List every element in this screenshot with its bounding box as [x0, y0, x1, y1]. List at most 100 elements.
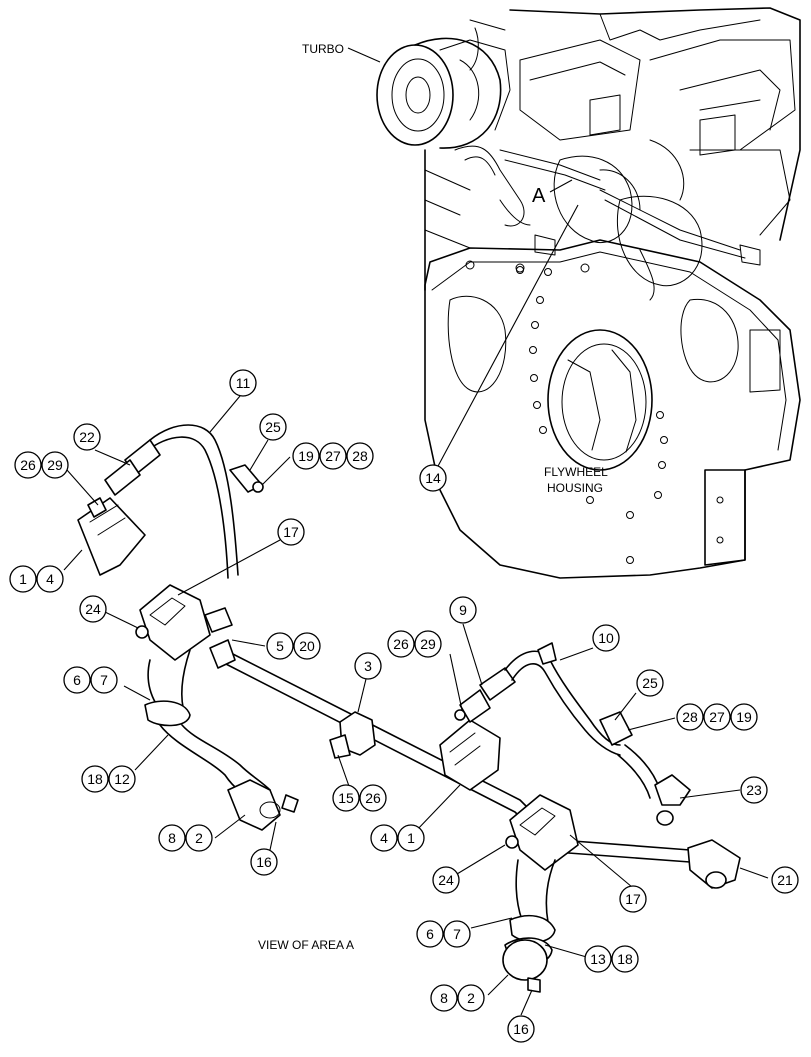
svg-text:16: 16: [256, 854, 272, 870]
callout-19: 19: [730, 703, 758, 731]
svg-text:7: 7: [453, 926, 461, 942]
flywheel-label-line1: FLYWHEEL: [544, 465, 608, 479]
callout-26: 26: [359, 784, 387, 812]
callout-26: 26: [387, 630, 415, 658]
callout-10: 10: [592, 624, 620, 652]
callout-28: 28: [676, 703, 704, 731]
callout-9: 9: [449, 596, 477, 624]
svg-text:18: 18: [87, 771, 103, 787]
view-caption: VIEW OF AREA A: [258, 938, 354, 952]
callout-2: 2: [457, 984, 485, 1012]
svg-text:2: 2: [195, 830, 203, 846]
callout-18: 18: [81, 765, 109, 793]
callout-16: 16: [507, 1015, 535, 1043]
callout-8: 8: [430, 984, 458, 1012]
svg-text:9: 9: [459, 602, 467, 618]
svg-text:8: 8: [440, 990, 448, 1006]
callout-12: 12: [108, 765, 136, 793]
callout-19: 19: [292, 442, 320, 470]
callout-29: 29: [41, 451, 69, 479]
callout-8: 8: [158, 824, 186, 852]
callout-7: 7: [90, 666, 118, 694]
svg-text:6: 6: [426, 926, 434, 942]
svg-text:5: 5: [276, 638, 284, 654]
callout-17: 17: [619, 885, 647, 913]
callout-7: 7: [443, 920, 471, 948]
callout-14: 14: [419, 464, 447, 492]
callout-27: 27: [319, 442, 347, 470]
svg-text:12: 12: [114, 771, 130, 787]
svg-text:25: 25: [265, 419, 281, 435]
svg-text:26: 26: [365, 790, 381, 806]
callout-24: 24: [79, 595, 107, 623]
callout-4: 4: [36, 565, 64, 593]
svg-text:6: 6: [73, 672, 81, 688]
svg-text:11: 11: [236, 375, 251, 391]
callout-6: 6: [416, 920, 444, 948]
callout-24: 24: [432, 866, 460, 894]
callout-3: 3: [354, 652, 382, 680]
svg-text:13: 13: [590, 951, 606, 967]
callout-25: 25: [259, 413, 287, 441]
turbo-label: TURBO: [302, 42, 344, 56]
svg-text:26: 26: [20, 457, 36, 473]
svg-text:24: 24: [85, 601, 101, 617]
svg-text:28: 28: [682, 709, 698, 725]
svg-text:28: 28: [352, 448, 368, 464]
svg-text:26: 26: [393, 636, 409, 652]
turbo-unit: [376, 19, 511, 149]
svg-text:22: 22: [79, 429, 95, 445]
svg-text:4: 4: [380, 830, 388, 846]
svg-text:15: 15: [338, 790, 354, 806]
leader-lines: [63, 395, 769, 1016]
svg-text:21: 21: [777, 872, 793, 888]
callout-23: 23: [740, 776, 768, 804]
svg-text:27: 27: [325, 448, 341, 464]
callout-29: 29: [414, 630, 442, 658]
callout-6: 6: [63, 666, 91, 694]
callout-2: 2: [185, 824, 213, 852]
callout-13: 13: [584, 945, 612, 973]
svg-text:2: 2: [467, 990, 475, 1006]
svg-text:3: 3: [364, 658, 372, 674]
engine-illustration: [376, 7, 801, 579]
callout-22: 22: [73, 423, 101, 451]
svg-text:18: 18: [617, 951, 633, 967]
svg-text:29: 29: [420, 636, 436, 652]
area-a-detail: [77, 424, 741, 993]
callout-21: 21: [771, 866, 799, 894]
svg-text:24: 24: [438, 872, 454, 888]
callout-15: 15: [332, 784, 360, 812]
callout-20: 20: [293, 632, 321, 660]
callout-11: 11: [229, 369, 257, 397]
svg-text:25: 25: [642, 675, 658, 691]
svg-text:17: 17: [625, 891, 641, 907]
area-a-marker: A: [532, 185, 546, 207]
svg-text:17: 17: [283, 524, 299, 540]
callout-1: 1: [9, 565, 37, 593]
callout-17: 17: [277, 518, 305, 546]
callout-4: 4: [370, 824, 398, 852]
svg-text:29: 29: [47, 457, 63, 473]
callout-25: 25: [636, 669, 664, 697]
callout-26: 26: [14, 451, 42, 479]
svg-text:20: 20: [299, 638, 315, 654]
svg-text:27: 27: [709, 709, 725, 725]
callout-1: 1: [397, 824, 425, 852]
svg-text:4: 4: [46, 571, 54, 587]
svg-text:16: 16: [513, 1021, 529, 1037]
svg-text:7: 7: [100, 672, 108, 688]
svg-text:23: 23: [746, 782, 762, 798]
callout-27: 27: [703, 703, 731, 731]
flywheel-label-line2: HOUSING: [547, 481, 603, 495]
svg-text:1: 1: [407, 830, 415, 846]
callout-16: 16: [250, 848, 278, 876]
svg-text:19: 19: [298, 448, 314, 464]
svg-text:1: 1: [19, 571, 27, 587]
svg-text:14: 14: [425, 470, 441, 486]
callout-5: 5: [266, 632, 294, 660]
callout-18: 18: [611, 945, 639, 973]
svg-text:8: 8: [168, 830, 176, 846]
svg-text:10: 10: [598, 630, 614, 646]
